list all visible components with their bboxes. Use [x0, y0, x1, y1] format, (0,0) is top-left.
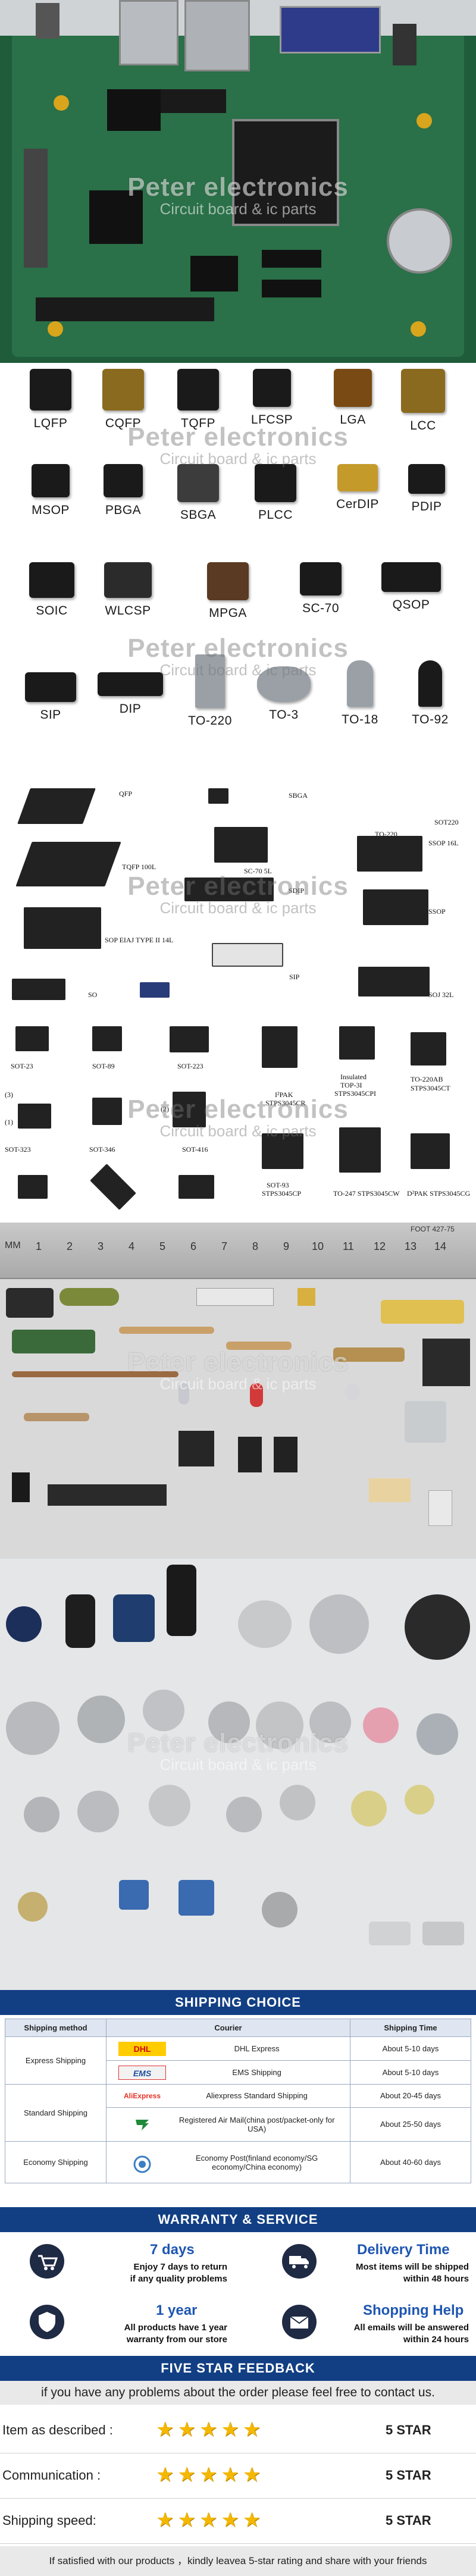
shipping-method: Express Shipping: [5, 2036, 107, 2085]
package-sbga: SBGA: [159, 464, 237, 522]
feedback-value: 5 STAR: [386, 2423, 431, 2437]
feedback-value: 5 STAR: [386, 2468, 431, 2483]
table-row: EMS EMS Shipping About 5-10 days: [5, 2060, 471, 2085]
watermark: Peter electronics Circuit board & ic par…: [127, 1095, 349, 1140]
package-cqfp: CQFP: [84, 369, 162, 431]
package-sc-70: SC-70: [282, 562, 359, 616]
warranty-item-delivery: Delivery Time Most items will be shipped…: [238, 2236, 470, 2289]
feedback-title: FIVE STAR FEEDBACK: [0, 2356, 476, 2381]
feedback-value: 5 STAR: [386, 2513, 431, 2528]
package-lga: LGA: [314, 369, 392, 427]
package-to-18: TO-18: [321, 660, 399, 727]
warranty-title: WARRANTY & SERVICE: [0, 2207, 476, 2232]
package-types-grid: LQFP CQFP TQFP LFCSP LGA LCC MSOP PBGA S…: [0, 363, 476, 764]
china-post-logo-icon: [118, 2117, 166, 2132]
package-plcc: PLCC: [237, 464, 314, 522]
warranty-heading: Delivery Time: [357, 2242, 450, 2258]
aliexpress-logo-icon: AliExpress: [123, 2091, 161, 2100]
package-msop: MSOP: [12, 464, 89, 518]
package-tqfp: TQFP: [159, 369, 237, 431]
package-cerdip: CerDIP: [319, 464, 396, 512]
feedback-label: Shipping speed:: [2, 2513, 96, 2528]
feedback-footer: If satisfied with our products ，kindly l…: [0, 2546, 476, 2576]
table-row: Standard Shipping AliExpress Aliexpress …: [5, 2084, 471, 2142]
shipping-time: About 5-10 days: [350, 2060, 471, 2085]
package-soic: SOIC: [13, 562, 90, 618]
courier-name: Economy Post(finland economy/SG economy/…: [196, 2153, 318, 2171]
shipping-header-time: Shipping Time: [350, 2019, 471, 2037]
warranty-badge-icon: [30, 2305, 64, 2339]
courier-name: Registered Air Mail(china post/packet-on…: [178, 2115, 335, 2133]
feedback-label: Item as described :: [2, 2423, 113, 2437]
dhl-logo-icon: DHL: [118, 2041, 166, 2056]
star-rating-icon: ★★★★★: [156, 2418, 265, 2441]
ems-logo-icon: EMS: [118, 2065, 166, 2080]
feedback-row: Item as described : ★★★★★ 5 STAR: [0, 2408, 476, 2453]
shipping-time: About 20-45 days: [350, 2084, 471, 2108]
shipping-title: SHIPPING CHOICE: [0, 1990, 476, 2015]
components-photo: MM 1 2 3 4 5 6 7 8 9 10 11 12 13 14 FOOT…: [0, 1223, 476, 1559]
shipping-method: Standard Shipping: [5, 2084, 107, 2142]
five-star-feedback-section: FIVE STAR FEEDBACK if you have any probl…: [0, 2356, 476, 2576]
star-rating-icon: ★★★★★: [156, 2509, 265, 2531]
package-to-220: TO-220: [171, 654, 249, 728]
ruler: MM 1 2 3 4 5 6 7 8 9 10 11 12 13 14 FOOT…: [0, 1223, 476, 1279]
warranty-heading: 1 year: [156, 2302, 198, 2318]
shipping-table: Shipping method Courier Shipping Time Ex…: [5, 2019, 471, 2183]
table-row: Express Shipping DHL DHL Express About 5…: [5, 2036, 471, 2085]
warranty-item-year: 1 year All products have 1 year warranty…: [0, 2296, 232, 2350]
star-rating-icon: ★★★★★: [156, 2464, 265, 2486]
courier-name: Aliexpress Standard Shipping: [206, 2091, 308, 2101]
table-row: Economy Shipping Economy Post(finland ec…: [5, 2141, 471, 2183]
warranty-heading: 7 days: [150, 2242, 195, 2258]
truck-icon: [282, 2244, 317, 2279]
pcb-photo: Peter electronics Circuit board & ic par…: [0, 0, 476, 363]
feedback-row: Shipping speed: ★★★★★ 5 STAR: [0, 2499, 476, 2544]
watermark: Peter electronics Circuit board & ic par…: [127, 1347, 349, 1393]
package-lcc: LCC: [384, 369, 462, 433]
warranty-item-help: Shopping Help All emails will be answere…: [238, 2296, 470, 2350]
courier-name: EMS Shipping: [232, 2068, 281, 2077]
shipping-header-method: Shipping method: [5, 2019, 107, 2037]
table-row: Registered Air Mail(china post/packet-on…: [5, 2107, 471, 2142]
package-pdip: PDIP: [388, 464, 465, 514]
shipping-time: About 40-60 days: [350, 2141, 471, 2183]
cart-icon: [30, 2244, 64, 2279]
package-lfcsp: LFCSP: [233, 369, 311, 427]
shipping-time: About 5-10 days: [350, 2036, 471, 2061]
warranty-service-section: WARRANTY & SERVICE 7 days Enjoy 7 days t…: [0, 2207, 476, 2356]
package-lqfp: LQFP: [12, 369, 89, 431]
package-pbga: PBGA: [84, 464, 162, 518]
shipping-choice-section: SHIPPING CHOICE Shipping method Courier …: [0, 1990, 476, 2207]
courier-name: DHL Express: [234, 2044, 280, 2053]
feedback-row: Communication : ★★★★★ 5 STAR: [0, 2453, 476, 2499]
package-dip: DIP: [92, 672, 169, 716]
package-wlcsp: WLCSP: [89, 562, 167, 618]
package-drawings: QFP SBGA TO-220 SOT220 TQFP 100L SC-70 5…: [0, 764, 476, 1223]
feedback-note: if you have any problems about the order…: [0, 2381, 476, 2405]
package-sip: SIP: [12, 672, 89, 722]
package-mpga: MPGA: [189, 562, 267, 621]
shipping-time: About 25-50 days: [350, 2107, 471, 2142]
un-logo-icon: [118, 2155, 166, 2173]
package-to-92: TO-92: [392, 660, 469, 727]
warranty-heading: Shopping Help: [363, 2302, 464, 2318]
shipping-header-courier: Courier: [106, 2019, 350, 2037]
potentiometers-photo: Peter electronics Circuit board & ic par…: [0, 1559, 476, 1990]
email-icon: [282, 2305, 317, 2339]
warranty-item-return: 7 days Enjoy 7 days to return if any qua…: [0, 2236, 232, 2289]
shipping-method: Economy Shipping: [5, 2141, 107, 2183]
feedback-label: Communication :: [2, 2468, 101, 2483]
package-to-3: TO-3: [245, 666, 322, 722]
package-qsop: QSOP: [372, 562, 450, 612]
